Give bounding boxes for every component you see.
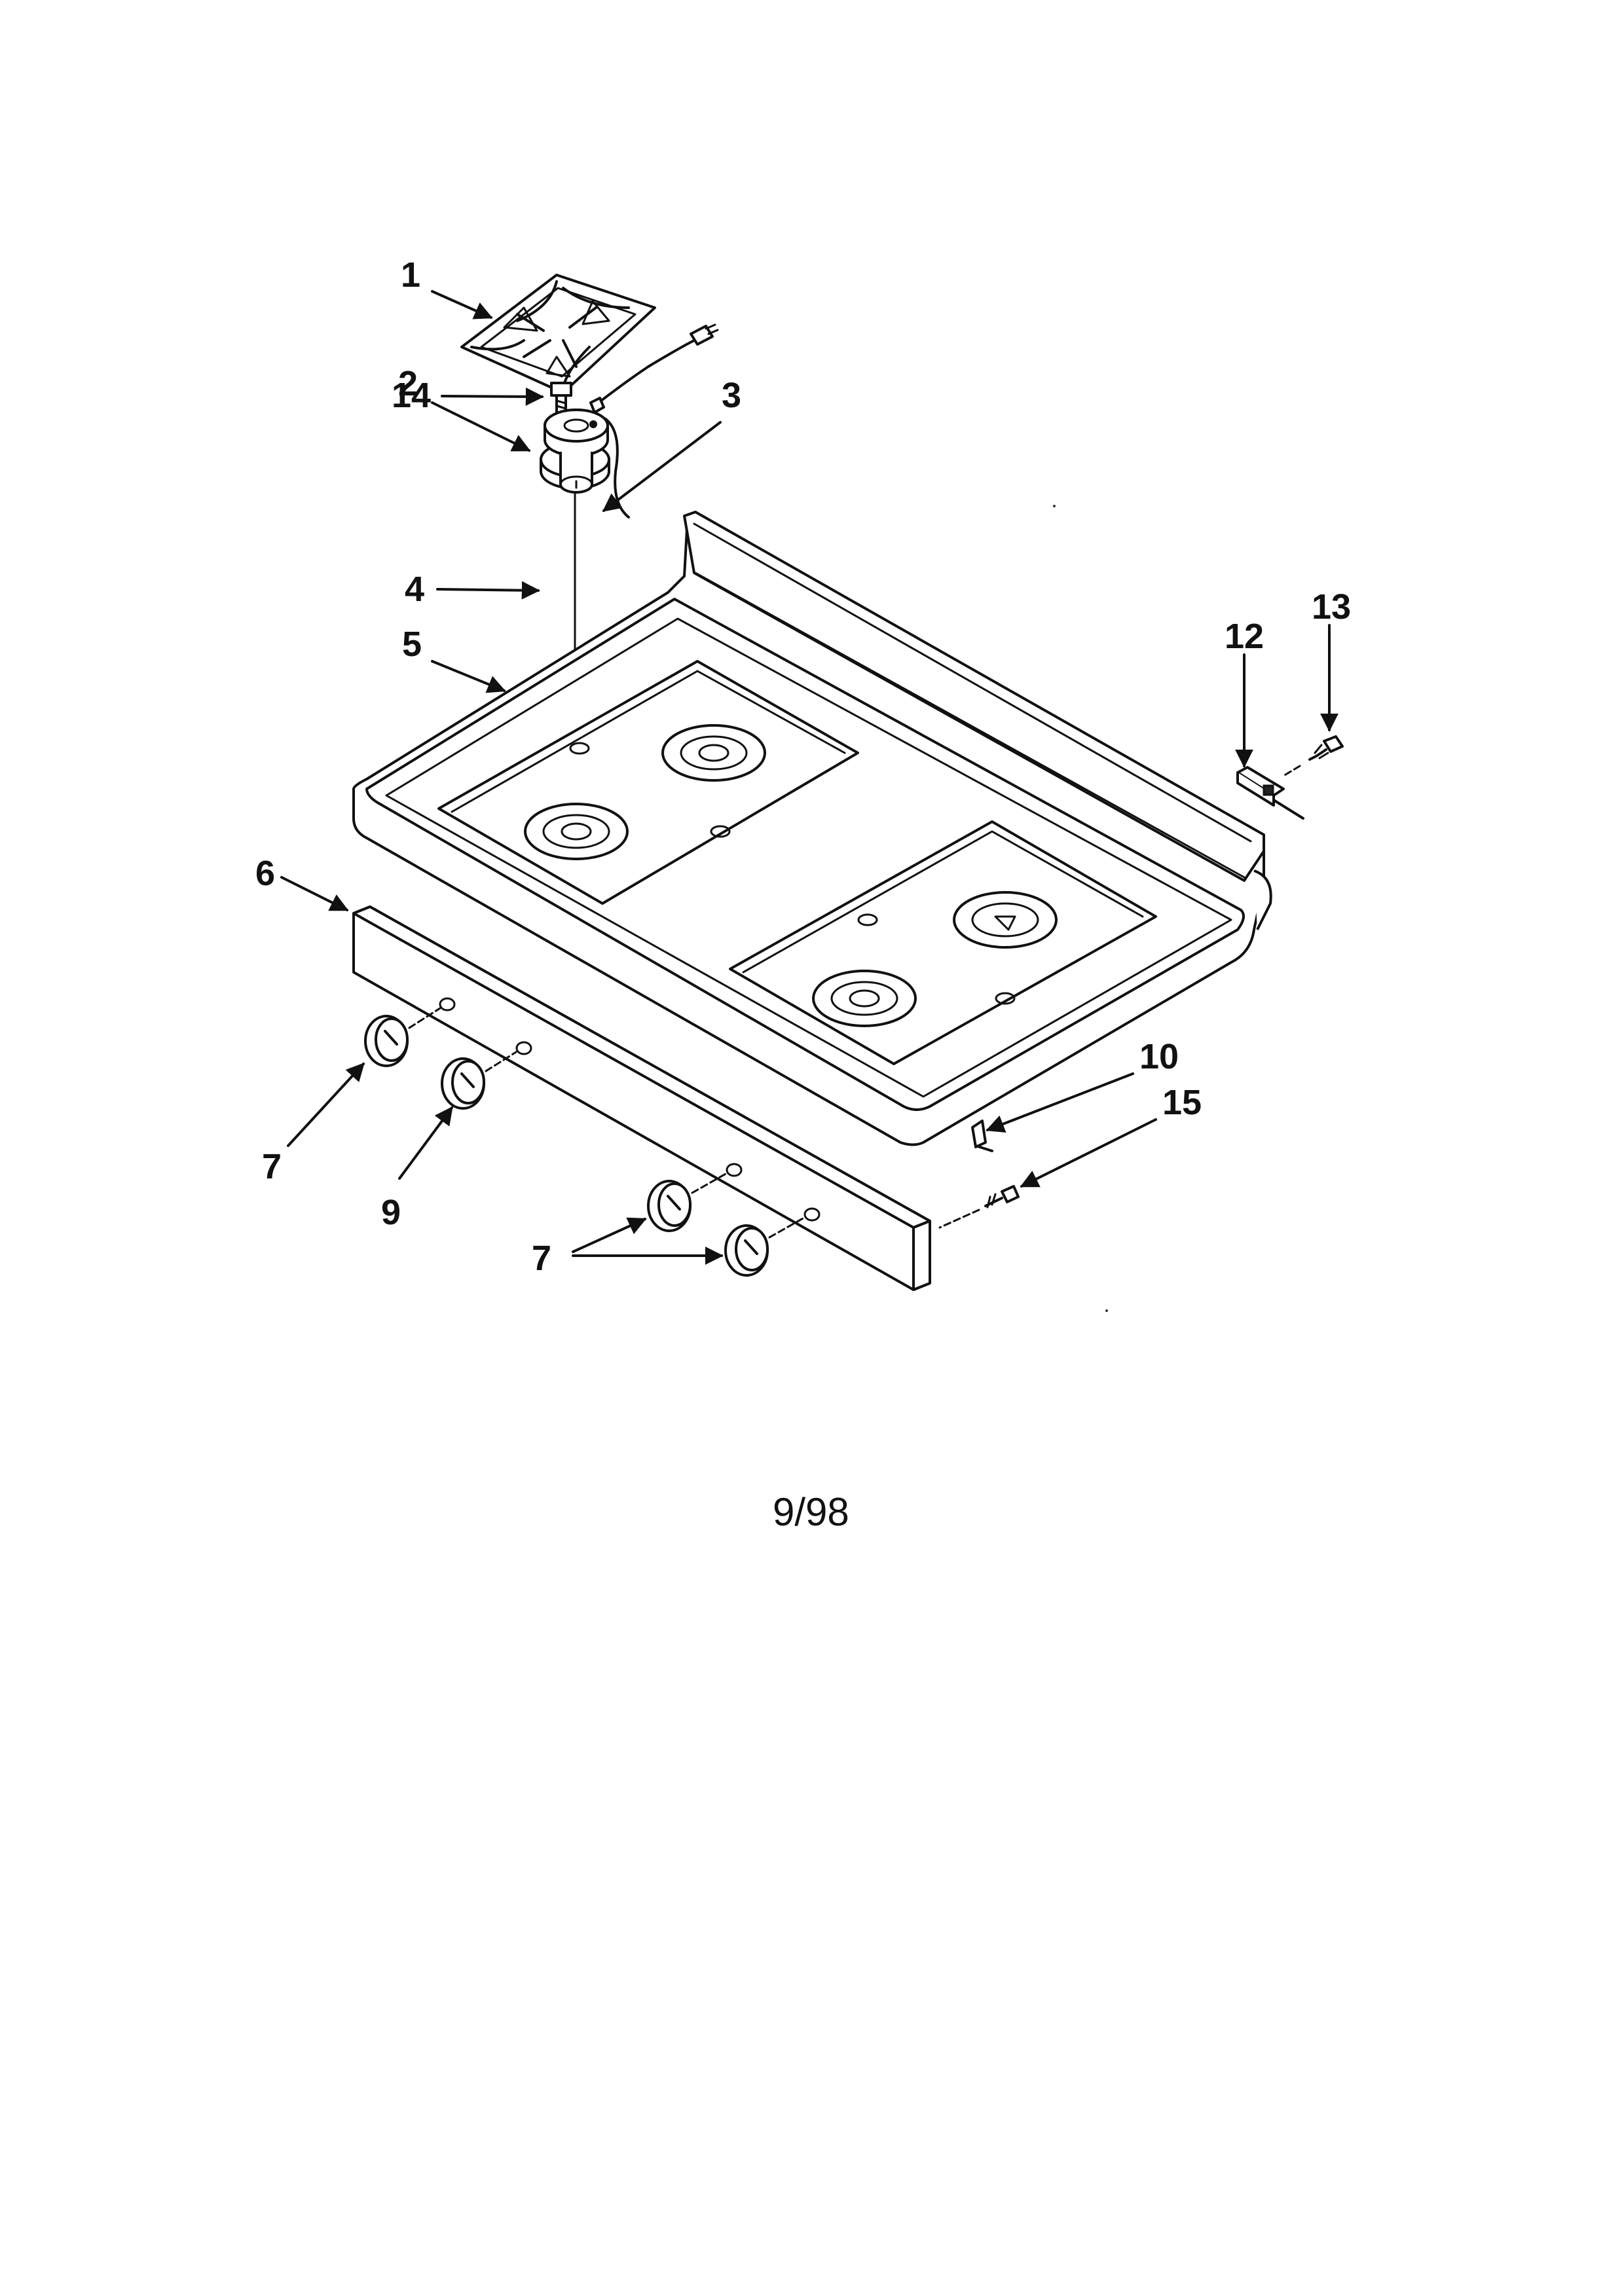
control-knob	[441, 1051, 517, 1110]
screw-part-14	[550, 382, 572, 414]
burner-opening-rear-left-back	[661, 724, 766, 782]
callout-12: 12	[1225, 617, 1264, 656]
clip-part-10	[971, 1120, 993, 1152]
callout-3: 3	[722, 376, 741, 415]
control-panel-strip	[352, 905, 931, 1291]
bracket-part-12	[1236, 766, 1304, 820]
burner-base	[544, 409, 609, 494]
igniter-hole	[857, 913, 878, 926]
callout-9: 9	[381, 1193, 401, 1232]
control-knob	[647, 1172, 728, 1232]
burner-opening-right-front	[812, 970, 917, 1027]
scan-speck	[1053, 505, 1056, 507]
control-knob	[364, 1007, 441, 1067]
callout-6: 6	[255, 854, 275, 893]
burner-opening-rear-left-front	[524, 803, 629, 860]
burner-grate	[460, 274, 656, 394]
leader-arrows	[280, 290, 1338, 1265]
callout-15: 15	[1162, 1083, 1202, 1122]
leader-arrow-part-4	[436, 581, 540, 600]
screw-part-15	[938, 1185, 1020, 1229]
callout-13: 13	[1312, 587, 1351, 627]
spark-electrode-wire	[589, 323, 719, 519]
callout-14: 14	[392, 376, 431, 415]
burner-opening-right-back	[953, 891, 1058, 949]
callout-7-bottom: 7	[532, 1239, 551, 1278]
callout-2: 2	[398, 364, 418, 403]
callout-1: 1	[401, 255, 420, 295]
screw-part-13	[1282, 735, 1344, 777]
callout-5: 5	[402, 625, 422, 664]
callout-7-left: 7	[262, 1147, 282, 1186]
scan-speck	[1105, 1309, 1108, 1312]
igniter-hole	[569, 742, 590, 755]
igniter-hole	[995, 992, 1016, 1005]
callout-10: 10	[1139, 1037, 1179, 1076]
callout-4: 4	[405, 570, 424, 609]
date-code: 9/98	[773, 1490, 849, 1534]
control-knob	[724, 1216, 805, 1277]
igniter-hole	[710, 825, 731, 838]
